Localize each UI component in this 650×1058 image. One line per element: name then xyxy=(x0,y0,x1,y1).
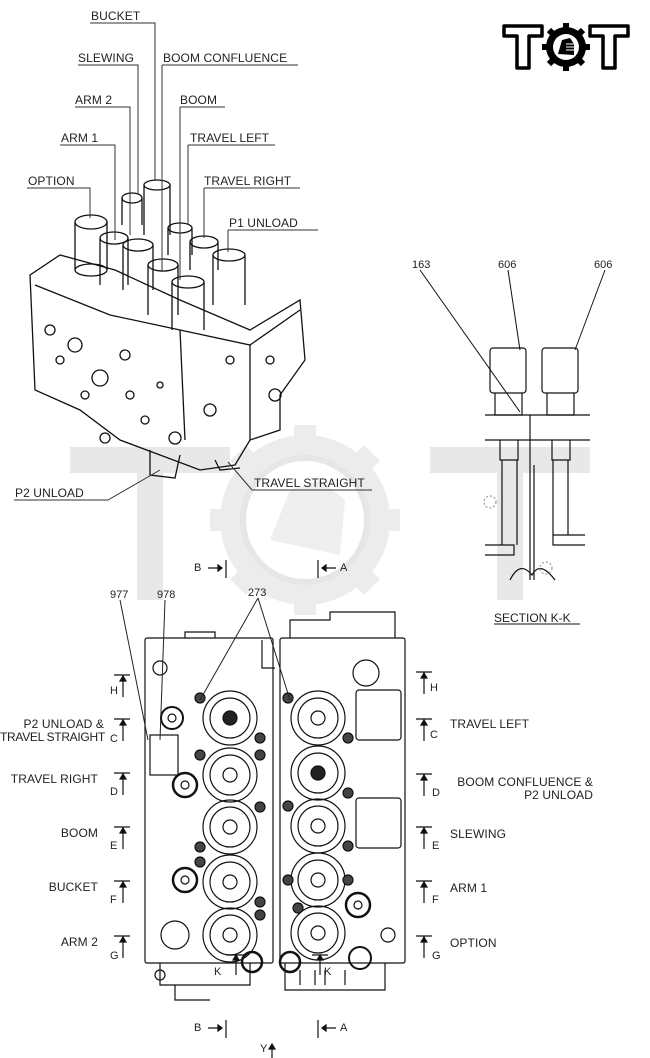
left-label-line1: P2 UNLOAD & xyxy=(23,717,104,731)
right-label-option: OPTION xyxy=(450,936,497,950)
tot-logo xyxy=(500,20,632,74)
callout-p2-unload: P2 UNLOAD xyxy=(15,486,84,500)
right-label-slewing: SLEWING xyxy=(450,827,507,841)
callout-arm2: ARM 2 xyxy=(75,93,113,107)
callout-arm1: ARM 1 xyxy=(61,131,99,145)
callout-p1-unload: P1 UNLOAD xyxy=(229,216,298,230)
row-marker-e-right: E xyxy=(432,840,440,852)
section-marker-k-left: K xyxy=(214,966,222,978)
row-marker-f-right: F xyxy=(432,894,439,906)
section-cut-markers xyxy=(208,560,336,1058)
callout-slewing: SLEWING xyxy=(78,51,135,65)
part-number-273: 273 xyxy=(248,587,267,599)
part-number-977: 977 xyxy=(110,589,129,601)
callout-bucket: BUCKET xyxy=(91,9,141,23)
left-row-markers xyxy=(114,674,130,958)
right-label-travel-left: TRAVEL LEFT xyxy=(450,717,530,731)
row-marker-g-left: G xyxy=(110,950,119,962)
part-number-978: 978 xyxy=(157,589,176,601)
section-marker-a-top: A xyxy=(340,562,348,574)
right-label-line2: P2 UNLOAD xyxy=(524,788,593,802)
part-number-163: 163 xyxy=(412,259,431,271)
row-marker-e-left: E xyxy=(110,840,118,852)
left-label-boom: BOOM xyxy=(60,826,98,840)
callout-travel-left: TRAVEL LEFT xyxy=(190,131,270,145)
row-marker-c-left: C xyxy=(110,733,118,745)
row-marker-h-right: H xyxy=(430,682,438,694)
section-marker-b-top: B xyxy=(194,562,202,574)
row-marker-d-left: D xyxy=(110,786,118,798)
part-number-606-right: 606 xyxy=(594,259,613,271)
callout-travel-right: TRAVEL RIGHT xyxy=(204,174,292,188)
right-label-line1: BOOM CONFLUENCE & xyxy=(457,775,593,789)
left-label-travel-right: TRAVEL RIGHT xyxy=(10,772,98,786)
section-marker-b-bottom: B xyxy=(194,1022,202,1034)
callout-travel-straight: TRAVEL STRAIGHT xyxy=(254,476,365,490)
callout-boom-confluence: BOOM CONFLUENCE xyxy=(163,51,288,65)
callout-option: OPTION xyxy=(28,174,75,188)
left-valve-block xyxy=(144,637,274,964)
right-valve-block xyxy=(279,637,406,964)
leader-lines xyxy=(14,22,372,501)
ports xyxy=(44,324,282,445)
section-title: SECTION K-K xyxy=(494,611,571,625)
row-marker-f-left: F xyxy=(110,894,117,906)
right-row-markers xyxy=(416,671,432,958)
row-marker-h-left: H xyxy=(110,685,118,697)
valve-body-outline xyxy=(29,254,306,471)
left-label-line2: TRAVEL STRAIGHT xyxy=(0,730,105,744)
spool-plates xyxy=(154,690,396,981)
row-marker-g-right: G xyxy=(432,950,441,962)
view-marker-y: Y xyxy=(260,1043,268,1055)
right-label-arm1: ARM 1 xyxy=(450,881,488,895)
row-marker-d-right: D xyxy=(432,787,440,799)
right-label-boom-confluence-p2-unload: BOOM CONFLUENCE & P2 UNLOAD xyxy=(450,776,593,802)
left-label-arm2: ARM 2 xyxy=(60,935,98,949)
section-marker-a-bottom: A xyxy=(340,1022,348,1034)
row-marker-c-right: C xyxy=(430,729,438,741)
left-label-bucket: BUCKET xyxy=(48,880,98,894)
part-number-606-left: 606 xyxy=(498,259,517,271)
left-label-p2-unload-travel-straight: P2 UNLOAD & TRAVEL STRAIGHT xyxy=(0,717,105,744)
logo-graphic xyxy=(502,23,630,71)
callout-boom: BOOM xyxy=(180,93,218,107)
solenoid-cylinders xyxy=(74,179,246,330)
section-marker-k-right: K xyxy=(324,966,332,978)
